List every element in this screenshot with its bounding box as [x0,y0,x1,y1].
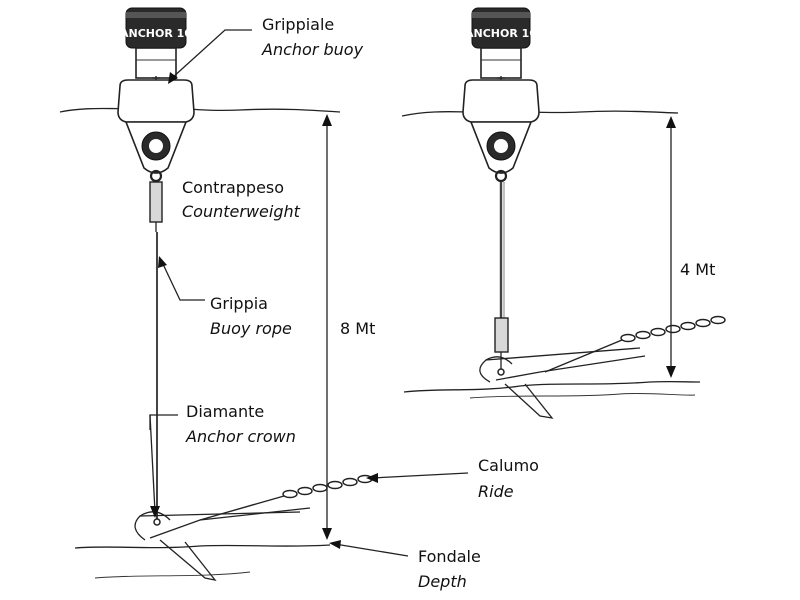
label-ride-en: Ride [478,482,514,501]
label-counterweight-it: Contrappeso [182,178,284,197]
depth-dimension-right [666,116,676,378]
label-rope-en: Buoy rope [210,319,292,338]
seabed-right [403,380,701,393]
label-ride-it: Calumo [478,456,539,475]
anchor-left [134,507,311,581]
seabed-left [74,544,331,549]
depth-dimension-left [322,114,332,540]
label-bottom-en: Depth [418,572,467,591]
buoy-float [117,79,195,123]
counterweight-left [149,181,163,223]
label-buoy-it: Grippiale [262,15,334,34]
anchor-right [479,347,646,419]
label-crown-it: Diamante [186,402,264,421]
anchor-chain-left [199,474,373,521]
label-depth-right: 4 Mt [680,260,715,279]
swivel-ring [149,169,163,183]
label-bottom-it: Fondale [418,547,481,566]
callout-leaders [149,29,469,557]
label-crown-en: Anchor crown [185,427,296,446]
label-counterweight-en: Counterweight [182,202,301,221]
buoy-cap-label: ANCHOR 10 [120,27,192,40]
anchor-chain-right [544,315,726,373]
buoy-cap-label-right: ANCHOR 10 [465,27,537,40]
anchor-buoy-left: ANCHOR 10 [117,7,195,183]
anchor-crown-ring [153,518,161,526]
labels: Grippiale Anchor buoy Contrappeso Counte… [182,15,715,591]
left-scene: ANCHOR 10 [59,7,373,581]
counterweight-right [494,317,509,353]
anchor-buoy-right: ANCHOR 10 [462,7,540,183]
label-rope-it: Grippia [210,294,268,313]
water-surface-right [401,110,679,117]
water-surface-left [59,106,341,113]
right-scene: ANCHOR 10 [401,7,726,419]
label-depth-left: 8 Mt [340,319,375,338]
label-buoy-en: Anchor buoy [261,40,364,59]
